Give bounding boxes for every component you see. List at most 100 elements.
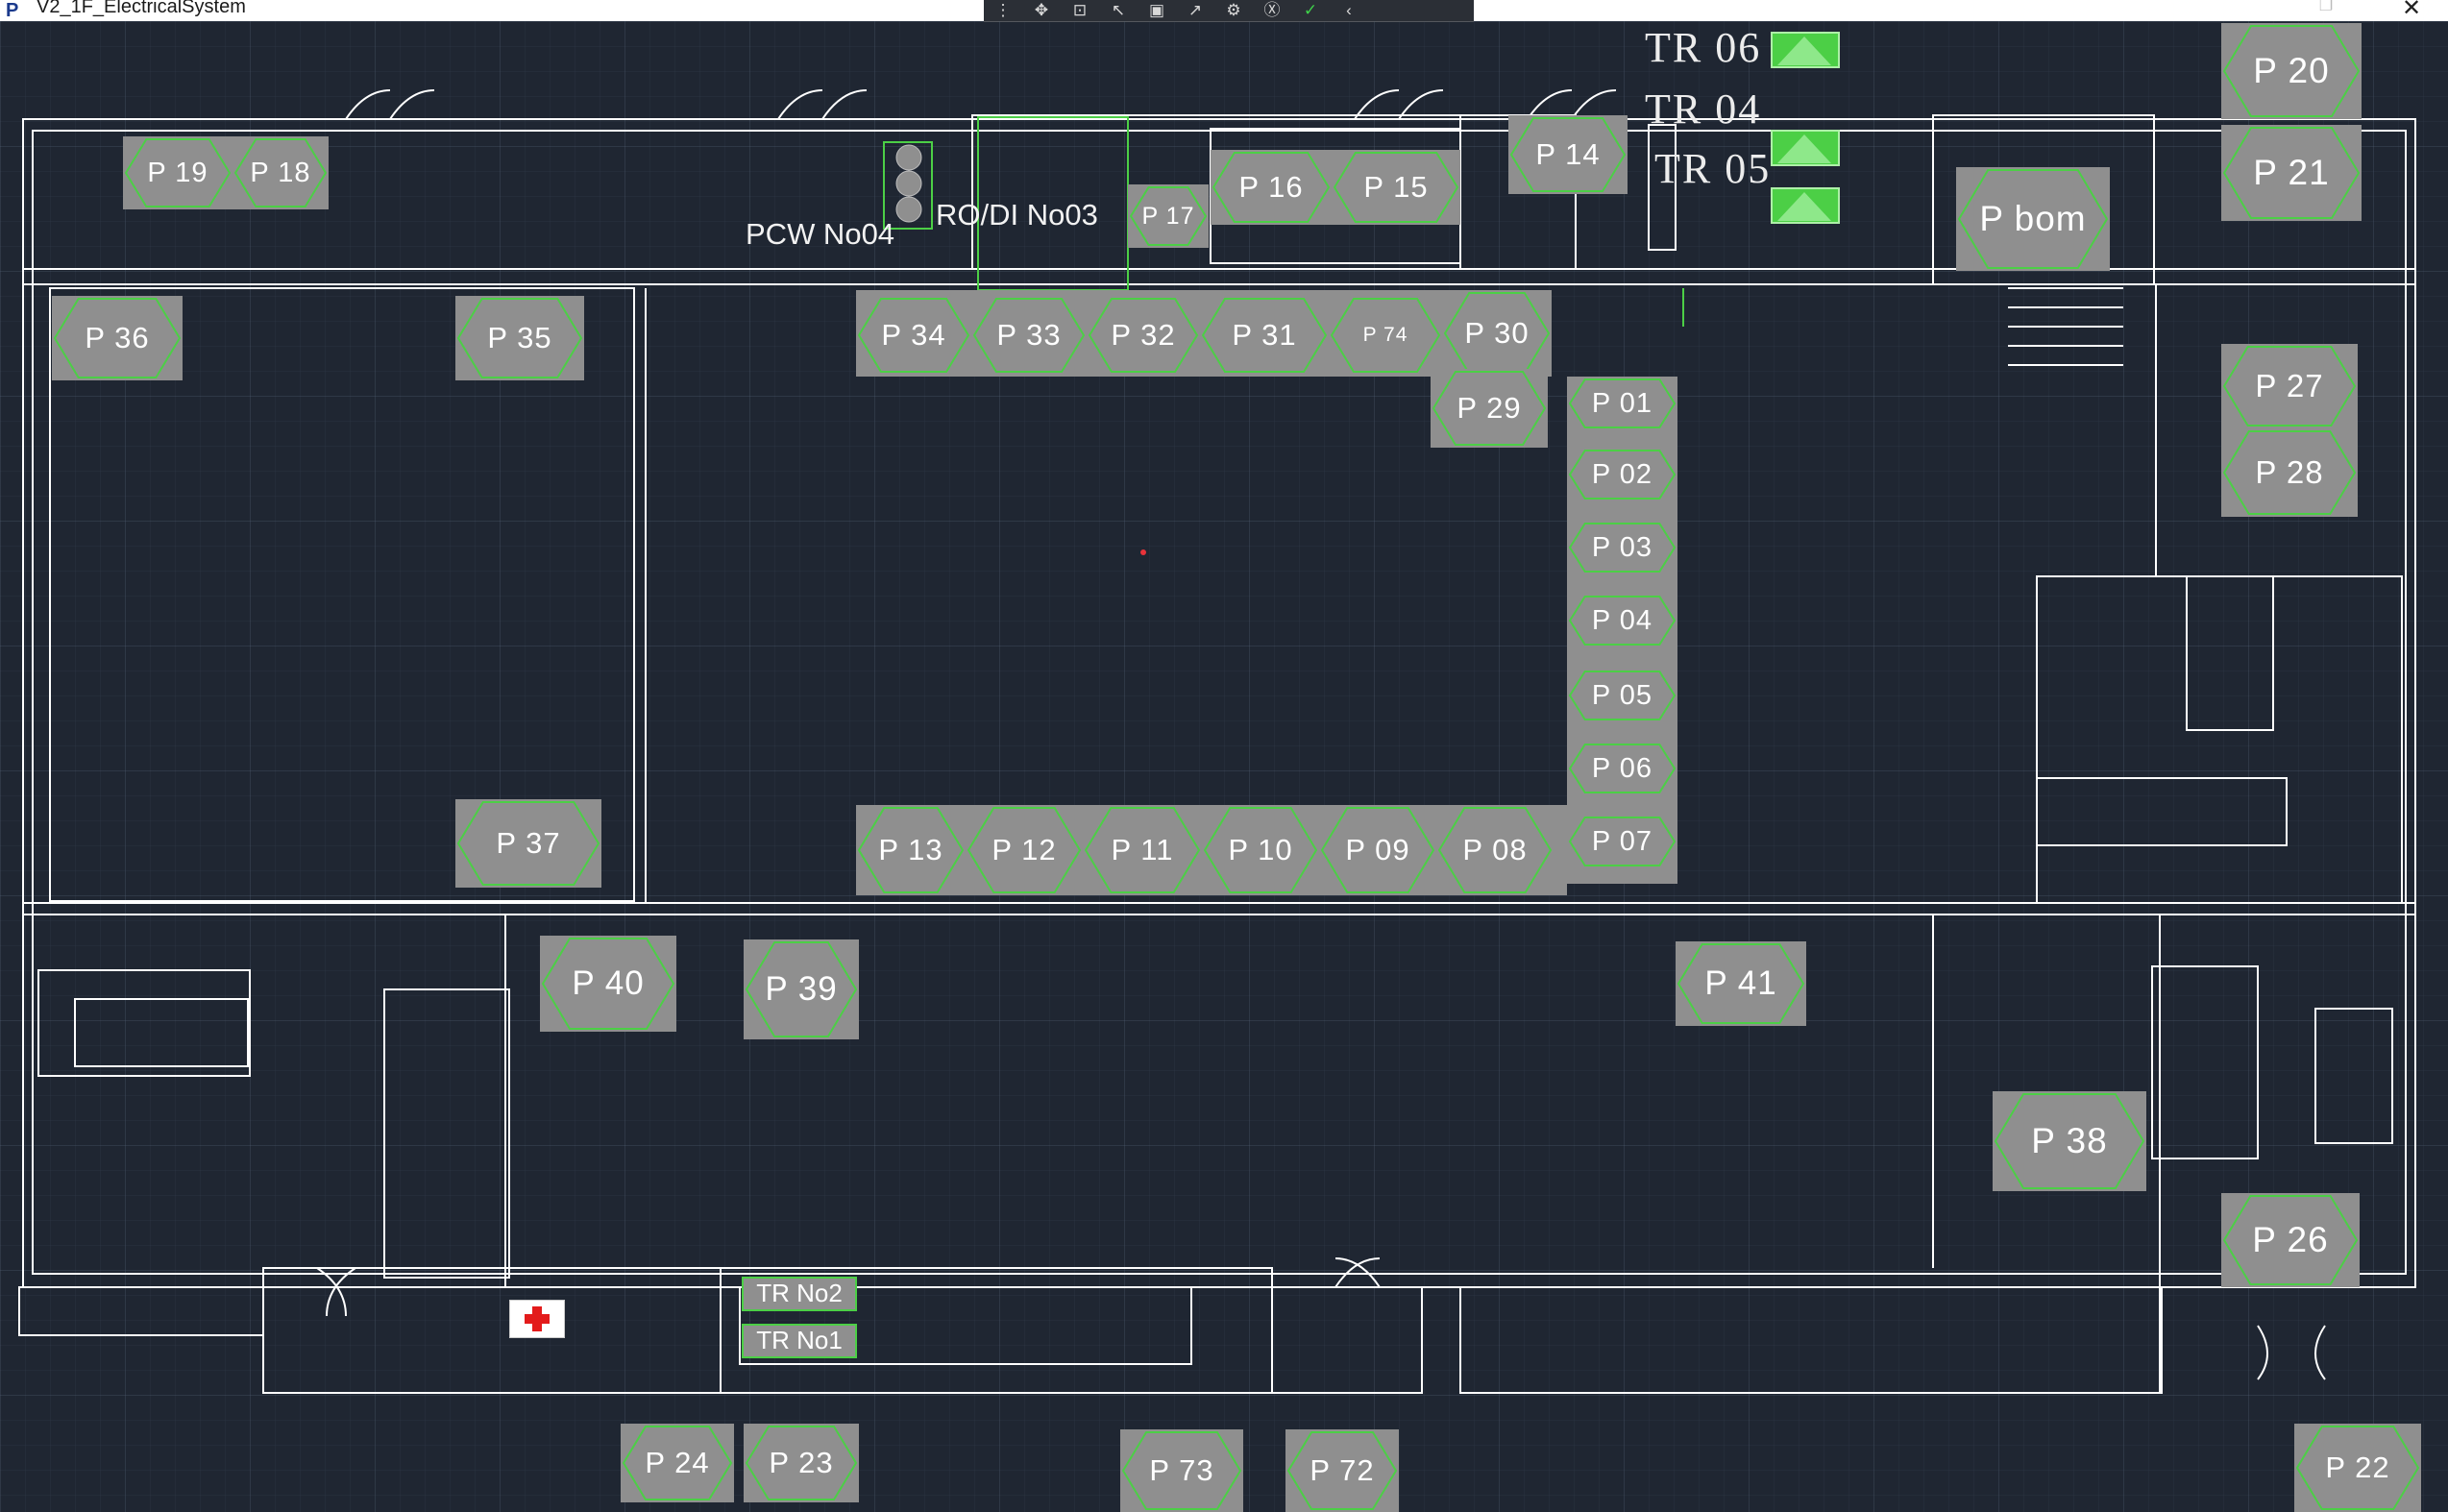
panel-label: P 33 (996, 318, 1062, 352)
hexagon-outline (2222, 25, 2361, 117)
zoom-window-icon[interactable]: ⊡ (1072, 1, 1088, 19)
restore-button[interactable]: ❐ (2318, 0, 2334, 14)
panel-p12[interactable]: P 12 (966, 805, 1083, 895)
panel-p73[interactable]: P 73 (1120, 1429, 1243, 1512)
hexagon-outline (622, 1426, 733, 1500)
panel-label: P 40 (572, 964, 645, 1002)
more-icon[interactable]: ‹ (1346, 1, 1352, 19)
hexagon-outline (1320, 807, 1435, 893)
panel-p10[interactable]: P 10 (1202, 805, 1319, 895)
panel-p19[interactable]: P 19 (123, 136, 233, 209)
hexagon-outline (1203, 807, 1318, 893)
panel-p17[interactable]: P 17 (1128, 184, 1209, 248)
panel-p39[interactable]: P 39 (744, 939, 859, 1039)
panel-p35[interactable]: P 35 (455, 296, 584, 380)
panel-label: P 28 (2255, 454, 2324, 490)
hexagon-outline (1129, 186, 1208, 246)
panel-p31[interactable]: P 31 (1200, 296, 1329, 375)
panel-p29[interactable]: P 29 (1431, 369, 1548, 448)
panel-p74[interactable]: P 74 (1329, 296, 1442, 375)
hexagon-outline (53, 298, 182, 378)
panel-p72[interactable]: P 72 (1285, 1429, 1399, 1512)
settings-icon[interactable]: ⚙ (1226, 1, 1241, 19)
panel-p32[interactable]: P 32 (1087, 296, 1200, 375)
panel-p24[interactable]: P 24 (621, 1424, 734, 1502)
panel-p05[interactable]: P 05 (1567, 669, 1677, 722)
panel-p21[interactable]: P 21 (2221, 125, 2362, 221)
panel-p08[interactable]: P 08 (1436, 805, 1554, 895)
panel-p41[interactable]: P 41 (1676, 941, 1806, 1026)
hexagon-outline (1509, 117, 1627, 192)
panel-p37[interactable]: P 37 (455, 799, 601, 888)
panel-p33[interactable]: P 33 (971, 296, 1087, 375)
panel-p38[interactable]: P 38 (1993, 1091, 2146, 1191)
transformer-no2[interactable]: TR No2 (742, 1277, 857, 1311)
panel-p09[interactable]: P 09 (1319, 805, 1436, 895)
panel-label: P 30 (1464, 316, 1530, 350)
hexagon-outline (1212, 152, 1331, 223)
check-icon[interactable]: ✓ (1303, 1, 1318, 19)
panel-p02[interactable]: P 02 (1567, 448, 1677, 501)
panel-label: P 24 (645, 1446, 710, 1479)
panel-label: P 04 (1591, 604, 1653, 636)
panel-label: P 72 (1310, 1453, 1375, 1487)
hexagon-outline (967, 807, 1082, 893)
panel-p36[interactable]: P 36 (52, 296, 183, 380)
panel-p03[interactable]: P 03 (1567, 521, 1677, 574)
cursor-snap-icon[interactable]: ↗ (1187, 1, 1203, 19)
panel-p01[interactable]: P 01 (1567, 377, 1677, 430)
panel-label: P 35 (487, 321, 552, 354)
panel-label: P 02 (1591, 458, 1653, 490)
panel-p16[interactable]: P 16 (1211, 150, 1332, 225)
cad-toolbar: ⋮ ✥ ⊡ ↖ ▣ ↗ ⚙ Ⓧ ✓ ‹ (984, 0, 1474, 22)
hexagon-outline (1568, 817, 1677, 866)
panel-p28[interactable]: P 28 (2221, 428, 2358, 517)
pan-icon[interactable]: ✥ (1034, 1, 1049, 19)
select-icon[interactable]: ↖ (1111, 1, 1126, 19)
tr06-label: TR 06 (1645, 24, 1762, 71)
panel-label: P 01 (1591, 387, 1653, 419)
panel-label: P 19 (147, 157, 208, 188)
panel-p15[interactable]: P 15 (1332, 150, 1460, 225)
hexagon-outline (1568, 378, 1677, 428)
panel-label: P 26 (2252, 1220, 2329, 1259)
panel-p13[interactable]: P 13 (856, 805, 966, 895)
panel-p18[interactable]: P 18 (233, 136, 329, 209)
tr05-label: TR 05 (1654, 145, 1772, 192)
grip-icon[interactable]: ⋮ (994, 1, 1012, 19)
panel-p26[interactable]: P 26 (2221, 1193, 2360, 1287)
panel-label: P 32 (1111, 318, 1176, 352)
panel-p07[interactable]: P 07 (1567, 815, 1677, 868)
pcw-chiller-icon (895, 144, 922, 223)
hexagon-outline (745, 941, 858, 1037)
layer-icon[interactable]: ▣ (1148, 1, 1165, 19)
panel-p40[interactable]: P 40 (540, 936, 676, 1032)
hexagon-outline (1088, 298, 1199, 373)
hexagon-outline (2295, 1426, 2420, 1510)
panel-p11[interactable]: P 11 (1083, 805, 1202, 895)
hexagon-outline (2222, 1195, 2359, 1285)
close-button[interactable]: ✕ (2401, 0, 2422, 21)
panel-p22[interactable]: P 22 (2294, 1424, 2421, 1512)
hexagon-outline (1568, 523, 1677, 573)
panel-label: P 22 (2325, 1451, 2390, 1484)
panel-p34[interactable]: P 34 (856, 296, 971, 375)
panel-p27[interactable]: P 27 (2221, 344, 2358, 428)
hexagon-outline (456, 801, 600, 886)
panel-label: P 12 (991, 833, 1057, 866)
panel-p20[interactable]: P 20 (2221, 23, 2362, 119)
transformer-symbols (1771, 32, 1840, 224)
panel-p04[interactable]: P 04 (1567, 594, 1677, 647)
panel-label: P 09 (1345, 833, 1410, 866)
transformer-no1[interactable]: TR No1 (742, 1324, 857, 1358)
hexagon-outline (1677, 943, 1805, 1024)
panel-label: P 05 (1591, 679, 1653, 711)
panel-p30[interactable]: P 30 (1442, 290, 1552, 377)
panel-p14[interactable]: P 14 (1508, 115, 1628, 194)
panel-label: P 34 (881, 318, 946, 352)
panel-p23[interactable]: P 23 (744, 1424, 859, 1502)
panel-p06[interactable]: P 06 (1567, 742, 1677, 795)
hexagon-outline (1286, 1431, 1398, 1510)
lock-icon[interactable]: Ⓧ (1263, 1, 1281, 19)
panel-pbom[interactable]: P bom (1956, 167, 2110, 271)
